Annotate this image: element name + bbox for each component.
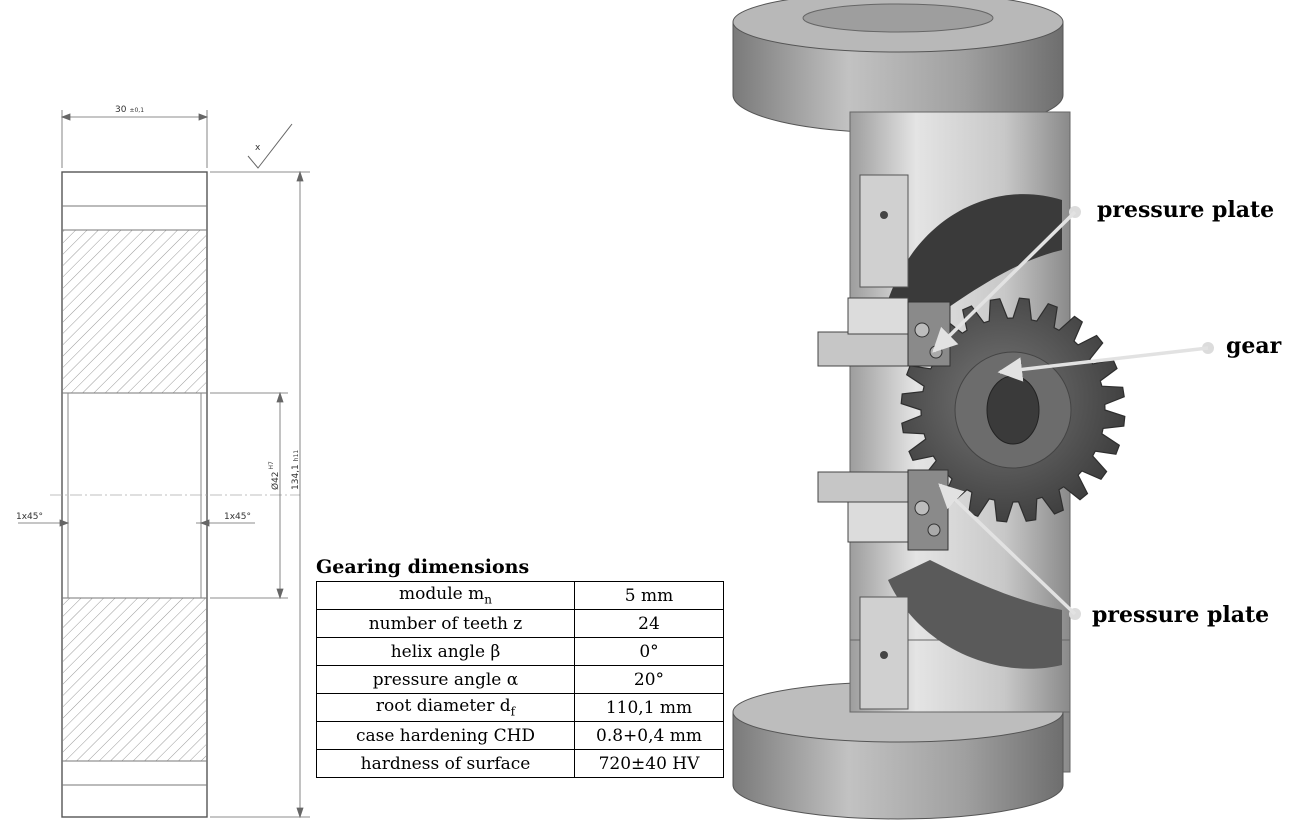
table-row: helix angle β 0° (316, 637, 724, 666)
chamfer-right-label: 1x45° (224, 512, 251, 522)
hatched-section-top (63, 230, 206, 393)
param-name: helix angle β (390, 641, 501, 662)
table-row: number of teeth z 24 (316, 609, 724, 638)
param-cell: module mn (316, 581, 575, 610)
bore-diameter-dimension: Ø42H7 (268, 461, 281, 490)
surface-finish-label: x (255, 143, 261, 153)
param-subscript: f (510, 704, 516, 719)
value-cell: 24 (574, 609, 724, 638)
upper-slot-surface (888, 194, 1062, 320)
upper-pressure-plate-assembly (817, 297, 951, 367)
value-cell: 20° (574, 665, 724, 694)
param-cell: number of teeth z (316, 609, 575, 638)
param-cell: root diameter df (316, 693, 575, 722)
callout-pressure-plate-top: pressure plate (1097, 197, 1275, 223)
lower-side-plate (859, 596, 909, 710)
width-dimension: 30±0,1 (115, 105, 144, 115)
upper-side-plate (859, 174, 909, 288)
lower-pressure-plate-assembly (817, 469, 949, 551)
surface-finish-mark (247, 123, 293, 169)
table-row: hardness of surface 720±40 HV (316, 749, 724, 778)
param-cell: helix angle β (316, 637, 575, 666)
param-name: module m (399, 584, 485, 605)
callout-gear: gear (1226, 333, 1282, 359)
bottom-flange (732, 711, 1064, 820)
value-cell: 110,1 mm (574, 693, 724, 722)
callout-pressure-plate-bottom: pressure plate (1092, 602, 1270, 628)
value-cell: 0° (574, 637, 724, 666)
hatched-section-bottom (63, 598, 206, 761)
gear-section-outline (61, 171, 208, 818)
table-row: case hardening CHD 0.8+0,4 mm (316, 721, 724, 750)
value-cell: 720±40 HV (574, 749, 724, 778)
param-subscript: n (484, 592, 492, 607)
gear-section-drawing: 30±0,1 x 134,1h11 Ø42H7 1x45° 1x45° (16, 105, 310, 819)
param-name: pressure angle α (372, 669, 519, 690)
top-flange (732, 21, 1064, 134)
arrow-pressure-plate-top (932, 210, 1077, 353)
arrow-gear (997, 346, 1209, 382)
bottom-flange-face (732, 681, 1064, 743)
outer-diameter-dimension: 134,1h11 (291, 450, 301, 490)
lower-slot-surface (888, 560, 1062, 669)
param-name: case hardening CHD (355, 725, 536, 746)
param-name: hardness of surface (360, 753, 531, 774)
chamfer-left-label: 1x45° (16, 512, 43, 522)
top-flange-face (732, 0, 1064, 53)
param-name: root diameter d (375, 696, 511, 717)
value-cell: 0.8+0,4 mm (574, 721, 724, 750)
arrow-pressure-plate-bottom (938, 483, 1077, 616)
gear-shape (900, 297, 1126, 523)
table-title: Gearing dimensions (316, 556, 530, 578)
tube-body (849, 111, 1071, 773)
table-row: pressure angle α 20° (316, 665, 724, 694)
param-name: number of teeth z (368, 613, 523, 634)
param-cell: case hardening CHD (316, 721, 575, 750)
value-cell: 5 mm (574, 581, 724, 610)
param-cell: hardness of surface (316, 749, 575, 778)
param-cell: pressure angle α (316, 665, 575, 694)
